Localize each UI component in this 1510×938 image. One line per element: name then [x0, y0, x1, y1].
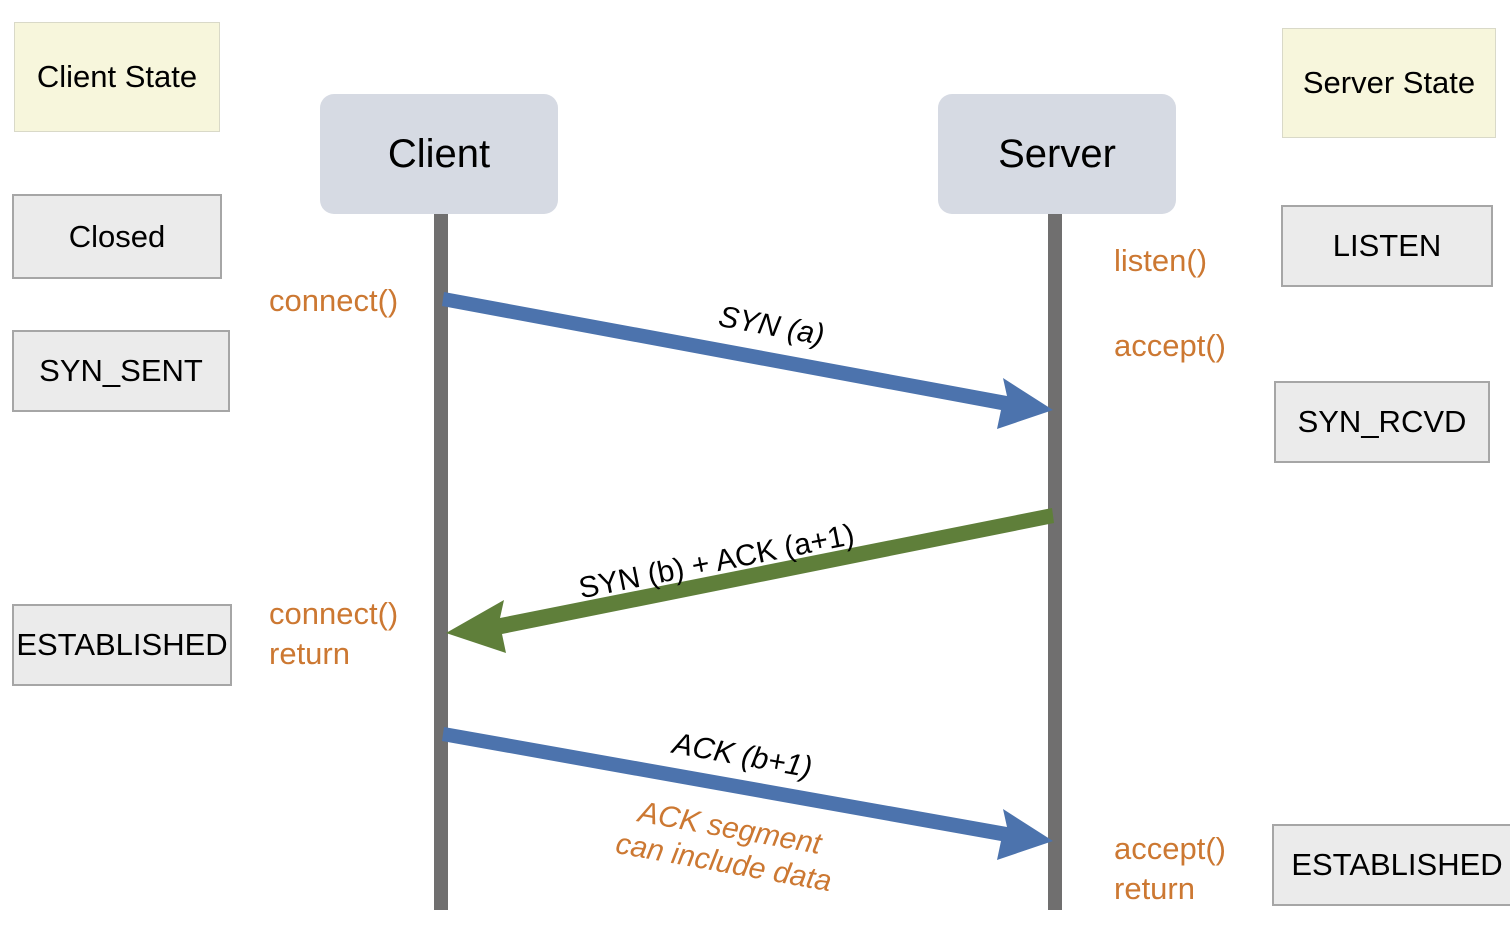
client-state-established: ESTABLISHED — [12, 604, 232, 686]
message-label-ack-b1: ACK (b+1) — [670, 727, 815, 785]
client-call-connect: connect() — [269, 283, 399, 318]
message-label-syn-a: SYN (a) — [715, 300, 827, 352]
client-state-syn-sent: SYN_SENT — [12, 330, 230, 412]
client-state-legend: Client State — [14, 22, 220, 132]
client-call-connect-return: connect() return — [269, 596, 399, 671]
server-lifeline — [1048, 210, 1062, 910]
actor-client: Client — [320, 94, 558, 214]
server-state-syn-rcvd: SYN_RCVD — [1274, 381, 1490, 463]
server-call-accept: accept() — [1114, 328, 1226, 363]
server-call-listen: listen() — [1114, 243, 1208, 278]
client-state-closed: Closed — [12, 194, 222, 279]
client-lifeline — [434, 210, 448, 910]
actor-server: Server — [938, 94, 1176, 214]
server-state-legend: Server State — [1282, 28, 1496, 138]
note-ack-segment-can-include-data: ACK segment can include data — [613, 795, 835, 899]
server-state-established: ESTABLISHED — [1272, 824, 1510, 906]
message-label-syn-b-ack: SYN (b) + ACK (a+1) — [576, 518, 858, 606]
server-call-accept-return: accept() return — [1114, 831, 1226, 906]
arrow-syn-b-ack — [446, 508, 1054, 653]
server-state-listen: LISTEN — [1281, 205, 1493, 287]
